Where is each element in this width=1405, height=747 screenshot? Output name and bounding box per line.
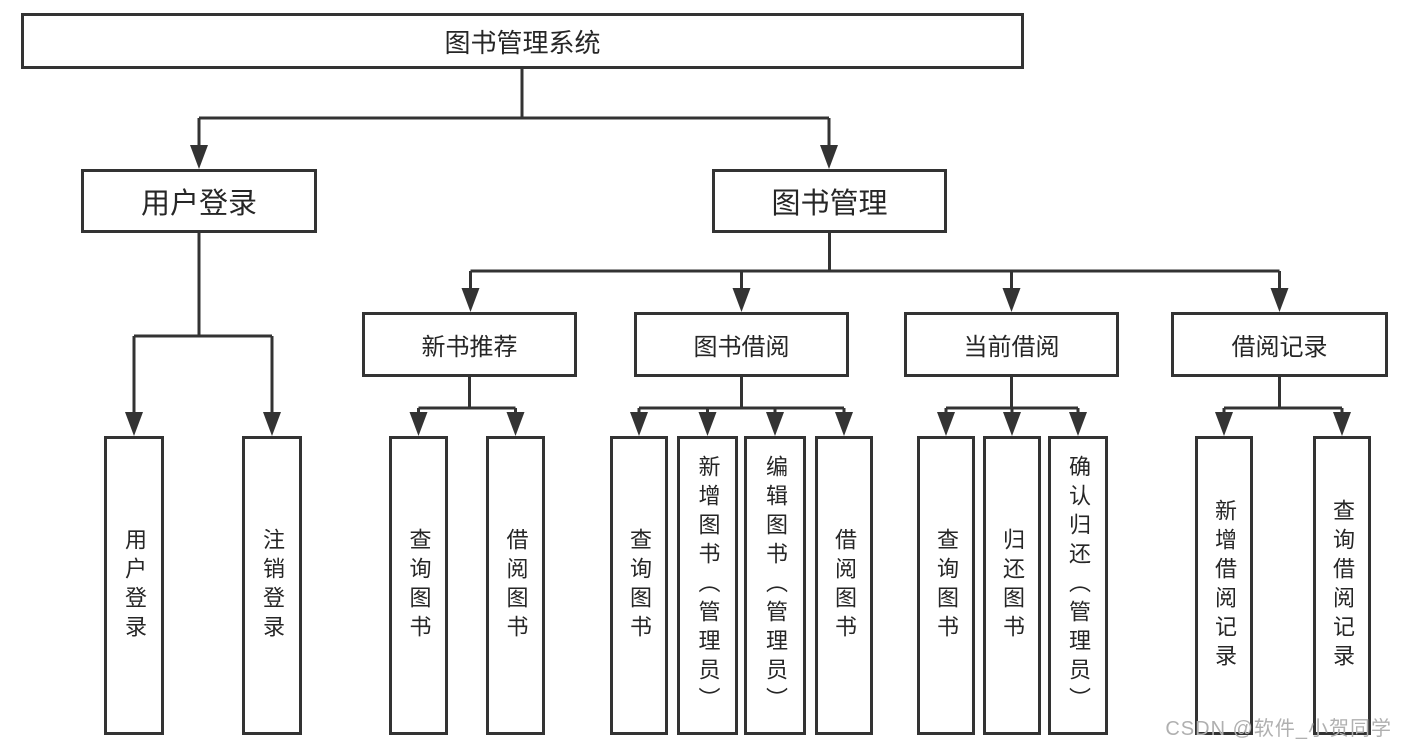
node-new-book-recommendation: 新书推荐 (362, 312, 577, 377)
node-book-management: 图书管理 (712, 169, 947, 233)
node-library-system: 图书管理系统 (21, 13, 1024, 69)
node-current-borrowing: 当前借阅 (904, 312, 1119, 377)
leaf-label: 新增借阅记录 (1212, 498, 1237, 673)
leaf-query-books-current: 查询图书 (917, 436, 975, 735)
leaf-logout: 注销登录 (242, 436, 302, 735)
leaf-edit-books-admin: 编辑图书（管理员） (744, 436, 806, 735)
leaf-confirm-return-admin: 确认归还（管理员） (1048, 436, 1108, 735)
leaf-label: 借阅图书 (832, 527, 857, 644)
leaf-borrow-books-recommend: 借阅图书 (486, 436, 545, 735)
leaf-user-login: 用户登录 (104, 436, 164, 735)
leaf-label: 用户登录 (122, 527, 147, 644)
leaf-label: 借阅图书 (503, 527, 529, 644)
leaf-label: 查询图书 (627, 527, 652, 644)
leaf-return-books: 归还图书 (983, 436, 1041, 735)
leaf-borrow-books-borrowing: 借阅图书 (815, 436, 873, 735)
node-borrowing-records: 借阅记录 (1171, 312, 1388, 377)
leaf-add-borrow-record: 新增借阅记录 (1195, 436, 1253, 735)
leaf-label: 注销登录 (260, 527, 285, 644)
leaf-label: 查询图书 (934, 527, 959, 644)
leaf-label: 新增图书（管理员） (695, 455, 721, 716)
leaf-query-borrow-record: 查询借阅记录 (1313, 436, 1371, 735)
leaf-label: 确认归还（管理员） (1066, 455, 1091, 716)
node-book-borrowing: 图书借阅 (634, 312, 849, 377)
leaf-query-books-borrowing: 查询图书 (610, 436, 668, 735)
node-user-login: 用户登录 (81, 169, 317, 233)
leaf-label: 编辑图书（管理员） (763, 455, 788, 716)
leaf-query-books-recommend: 查询图书 (389, 436, 448, 735)
leaf-label: 查询图书 (406, 527, 432, 644)
leaf-label: 归还图书 (1000, 527, 1025, 644)
leaf-add-books-admin: 新增图书（管理员） (677, 436, 738, 735)
leaf-label: 查询借阅记录 (1330, 498, 1355, 673)
watermark-csdn: CSDN @软件_小贺同学 (1165, 718, 1392, 740)
